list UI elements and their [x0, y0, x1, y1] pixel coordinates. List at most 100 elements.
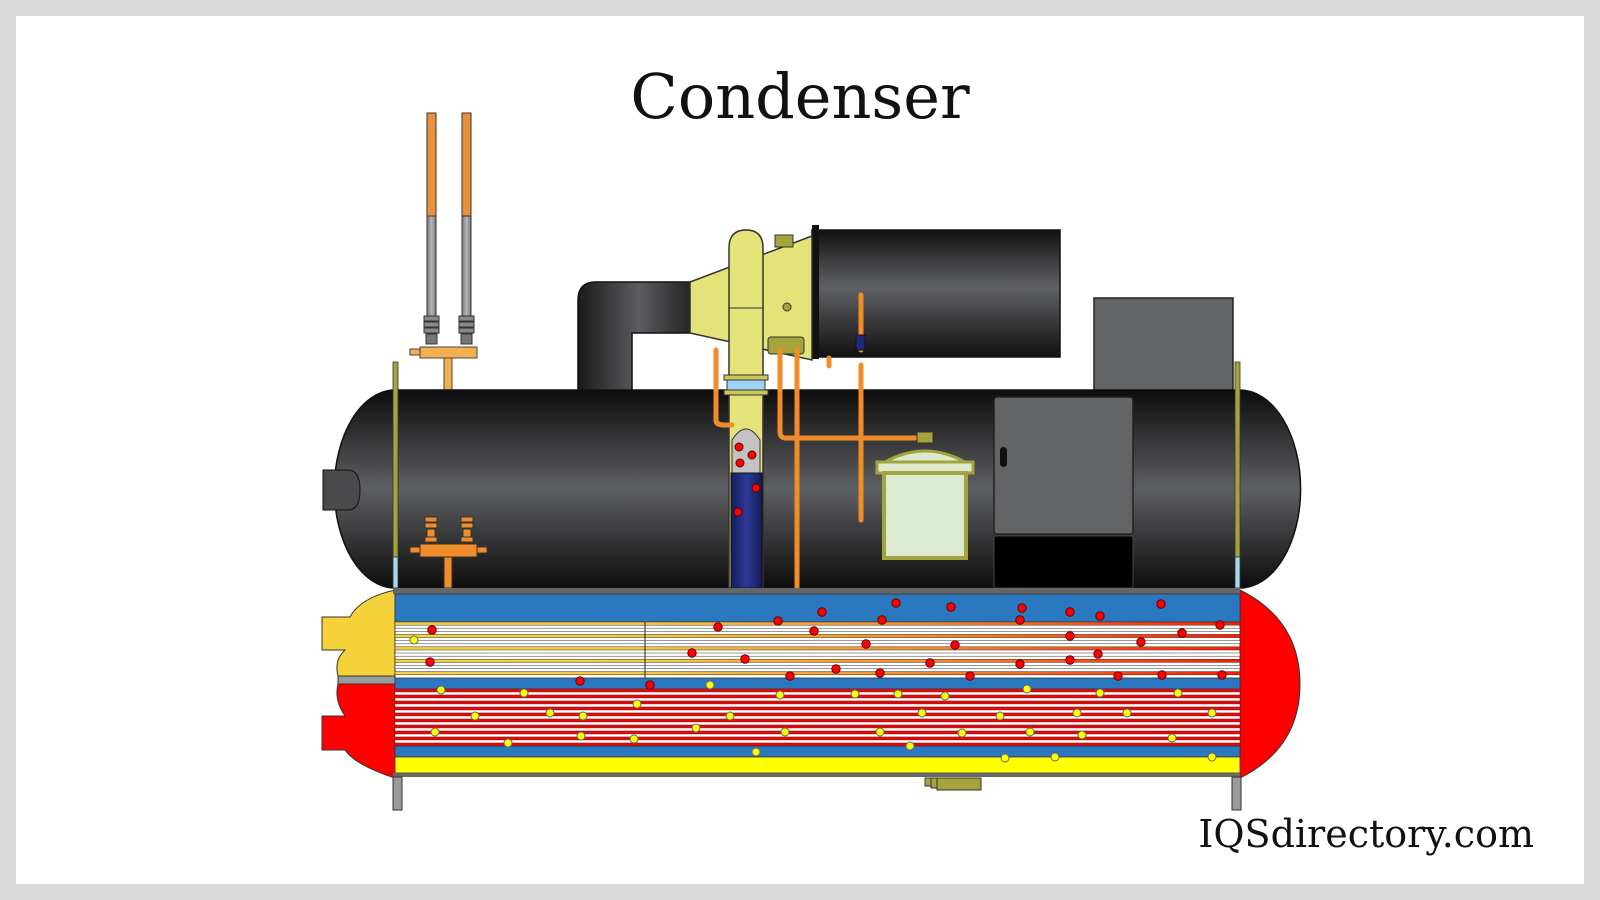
- liquid-droplet: [691, 723, 701, 733]
- tube: [394, 733, 1241, 738]
- vapor-droplet: [950, 640, 960, 650]
- vapor-droplet: [645, 680, 655, 690]
- vapor-droplet: [1093, 649, 1103, 659]
- tube: [394, 739, 1241, 744]
- oil-filter-canister: [875, 449, 975, 560]
- discharge-elbow: [577, 281, 701, 393]
- liquid-droplet: [1173, 688, 1183, 698]
- return-head: [1239, 589, 1301, 779]
- liquid-droplet: [578, 711, 588, 721]
- control-panel: [993, 396, 1134, 589]
- vapor-droplet: [1136, 637, 1146, 647]
- liquid-droplet: [1077, 730, 1087, 740]
- liquid-droplet: [519, 688, 529, 698]
- liquid-droplet: [940, 691, 950, 701]
- tube: [394, 706, 1241, 711]
- vapor-droplet: [1215, 620, 1225, 630]
- liquid-droplet: [632, 699, 642, 709]
- tube: [394, 697, 1241, 702]
- liquid-droplet: [430, 727, 440, 737]
- vapor-droplet: [1113, 671, 1123, 681]
- vapor-droplet: [1065, 655, 1075, 665]
- vapor-droplet: [1015, 659, 1025, 669]
- brand-watermark: IQSdirectory.com: [1198, 812, 1534, 856]
- liquid-droplet: [436, 685, 446, 695]
- vapor-droplet: [713, 622, 723, 632]
- tube: [394, 718, 1241, 723]
- vapor-droplet: [946, 602, 956, 612]
- motor-housing: [811, 229, 1061, 358]
- relief-valves: [409, 112, 478, 391]
- diagram-title: Condenser: [630, 60, 970, 133]
- tube: [394, 634, 1241, 638]
- liquid-droplet: [995, 711, 1005, 721]
- liquid-droplet: [1050, 752, 1060, 762]
- vapor-droplet: [427, 625, 437, 635]
- liquid-droplet: [775, 690, 785, 700]
- tube: [394, 652, 1241, 657]
- liquid-droplet: [1095, 688, 1105, 698]
- vapor-droplet: [1217, 670, 1227, 680]
- liquid-droplet: [893, 689, 903, 699]
- tube: [394, 727, 1241, 732]
- vapor-droplet: [425, 657, 435, 667]
- vapor-droplet: [1065, 607, 1075, 617]
- liquid-droplet: [1167, 733, 1177, 743]
- liquid-droplet: [905, 741, 915, 751]
- liquid-droplet: [780, 727, 790, 737]
- liquid-droplet: [1025, 727, 1035, 737]
- liquid-droplet: [1022, 684, 1032, 694]
- vapor-droplet: [809, 626, 819, 636]
- liquid-droplet: [725, 711, 735, 721]
- liquid-droplet: [751, 747, 761, 757]
- liquid-droplet: [1207, 708, 1217, 718]
- tube: [394, 640, 1241, 645]
- tube: [394, 721, 1241, 726]
- vapor-droplet: [785, 671, 795, 681]
- tube: [394, 712, 1241, 717]
- service-valves: [409, 516, 488, 589]
- tube: [394, 715, 1241, 720]
- tube: [394, 709, 1241, 714]
- liquid-droplet: [875, 727, 885, 737]
- water-box-outlet: [321, 683, 396, 779]
- tube: [394, 703, 1241, 708]
- vapor-droplet: [891, 598, 901, 608]
- liquid-droplet: [850, 689, 860, 699]
- vapor-droplet: [1065, 631, 1075, 641]
- copper-lines: [713, 292, 928, 591]
- liquid-droplet: [705, 680, 715, 690]
- sight-glass-column: [723, 229, 769, 589]
- vapor-droplet: [1157, 670, 1167, 680]
- tube: [394, 671, 1241, 676]
- tube: [394, 724, 1241, 729]
- vapor-droplet: [1015, 615, 1025, 625]
- liquid-droplet: [503, 738, 513, 748]
- vapor-droplet: [687, 648, 697, 658]
- vapor-droplet: [831, 664, 841, 674]
- liquid-droplet: [409, 635, 419, 645]
- vapor-droplet: [1017, 603, 1027, 613]
- water-box-inlet: [321, 589, 396, 677]
- tube: [394, 730, 1241, 735]
- liquid-droplet: [1000, 753, 1010, 763]
- liquid-droplet: [470, 711, 480, 721]
- liquid-droplet: [576, 731, 586, 741]
- vapor-droplet: [1095, 611, 1105, 621]
- tube: [394, 621, 1241, 626]
- liquid-droplet: [1122, 708, 1132, 718]
- vapor-droplet: [773, 616, 783, 626]
- liquid-droplet: [545, 708, 555, 718]
- tube: [394, 700, 1241, 705]
- liquid-droplet: [629, 734, 639, 744]
- vapor-droplet: [817, 607, 827, 617]
- starter-box: [1093, 297, 1234, 393]
- liquid-droplet: [957, 728, 967, 738]
- vapor-droplet: [875, 668, 885, 678]
- vapor-droplet: [861, 639, 871, 649]
- vapor-droplet: [1177, 628, 1187, 638]
- vapor-droplet: [575, 676, 585, 686]
- tube: [394, 658, 1241, 663]
- tube: [394, 665, 1241, 669]
